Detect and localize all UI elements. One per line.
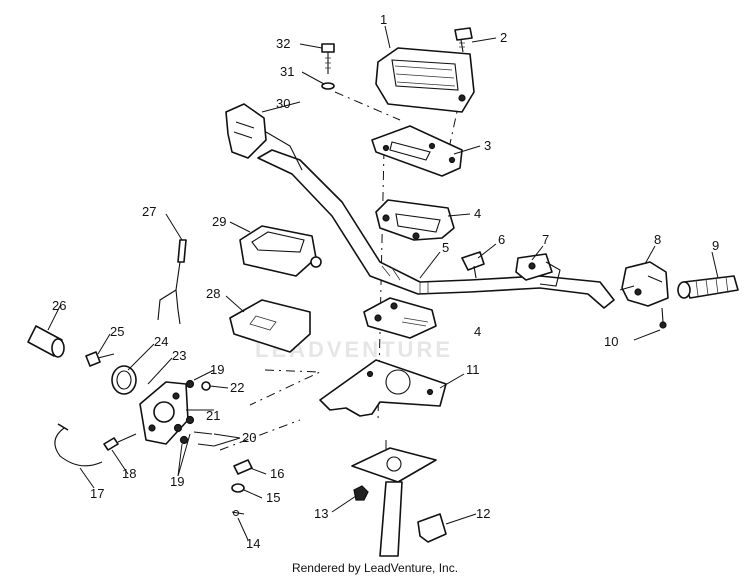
grip[interactable]	[677, 275, 739, 299]
callout-16: 16	[270, 466, 284, 481]
bolt-25[interactable]	[85, 351, 115, 367]
callout-17: 17	[90, 486, 104, 501]
callout-13: 13	[314, 506, 328, 521]
footer-credit: Rendered by LeadVenture, Inc.	[291, 561, 459, 575]
callout-11: 11	[466, 362, 480, 377]
callout-30: 30	[276, 96, 290, 111]
washer-31[interactable]	[321, 82, 335, 90]
speedometer-cable[interactable]	[157, 239, 187, 325]
callout-9: 9	[712, 238, 719, 253]
callout-14: 14	[246, 536, 260, 551]
callout-19-upper: 19	[210, 362, 224, 377]
callout-labels: 1 2 3 4 4 5 6 7 8 9 10 11 12 13 14 15 16…	[52, 12, 719, 551]
callout-8: 8	[654, 232, 661, 247]
throttle-housing[interactable]	[619, 261, 669, 307]
speedometer[interactable]	[239, 225, 322, 277]
callout-22: 22	[230, 380, 244, 395]
callout-19-lower: 19	[170, 474, 184, 489]
callout-12: 12	[476, 506, 490, 521]
screw-10[interactable]	[659, 307, 667, 329]
callout-31: 31	[280, 64, 294, 79]
callout-4-lower: 4	[474, 324, 481, 339]
mounting-plate[interactable]	[319, 359, 447, 417]
callout-32: 32	[276, 36, 290, 51]
callout-3: 3	[484, 138, 491, 153]
nut-22[interactable]	[201, 381, 211, 391]
callout-6: 6	[498, 232, 505, 247]
callout-7: 7	[542, 232, 549, 247]
handlebar[interactable]	[257, 149, 615, 309]
steering-post[interactable]	[351, 447, 447, 557]
nut-13[interactable]	[353, 485, 369, 501]
indicator-housing[interactable]	[139, 381, 189, 445]
bar-pad[interactable]	[375, 47, 475, 113]
washer-15[interactable]	[231, 483, 245, 493]
throttle-tab[interactable]	[461, 251, 485, 279]
leader-lines	[47, 25, 719, 541]
bulb-socket-18[interactable]	[103, 433, 137, 451]
callout-18: 18	[122, 466, 136, 481]
bolt-2[interactable]	[454, 27, 473, 53]
callout-24: 24	[154, 334, 168, 349]
callout-1: 1	[380, 12, 387, 27]
callout-27: 27	[142, 204, 156, 219]
handlebar-clamp-lower[interactable]	[363, 297, 437, 339]
callout-25: 25	[110, 324, 124, 339]
indicator-wire[interactable]	[54, 423, 103, 467]
cotter-pin-14[interactable]	[231, 509, 245, 517]
callout-15: 15	[266, 490, 280, 505]
link-16[interactable]	[233, 459, 253, 475]
fasteners-19-20[interactable]	[173, 379, 215, 447]
callout-2: 2	[500, 30, 507, 45]
callout-29: 29	[212, 214, 226, 229]
callout-26: 26	[52, 298, 66, 313]
callout-20: 20	[242, 430, 256, 445]
brake-master-cylinder[interactable]	[225, 103, 303, 171]
callout-21: 21	[206, 408, 220, 423]
callout-23: 23	[172, 348, 186, 363]
gauge-housing[interactable]	[229, 299, 311, 353]
bolt-32[interactable]	[321, 43, 335, 74]
handlebar-clamp-upper[interactable]	[375, 199, 455, 241]
switch-housing[interactable]	[515, 253, 561, 287]
pad-bracket[interactable]	[371, 125, 463, 177]
callout-10: 10	[604, 334, 618, 349]
rubber-mount[interactable]	[27, 325, 65, 358]
callout-28: 28	[206, 286, 220, 301]
callout-4-upper: 4	[474, 206, 481, 221]
callout-5: 5	[442, 240, 449, 255]
gasket-ring[interactable]	[111, 365, 137, 395]
